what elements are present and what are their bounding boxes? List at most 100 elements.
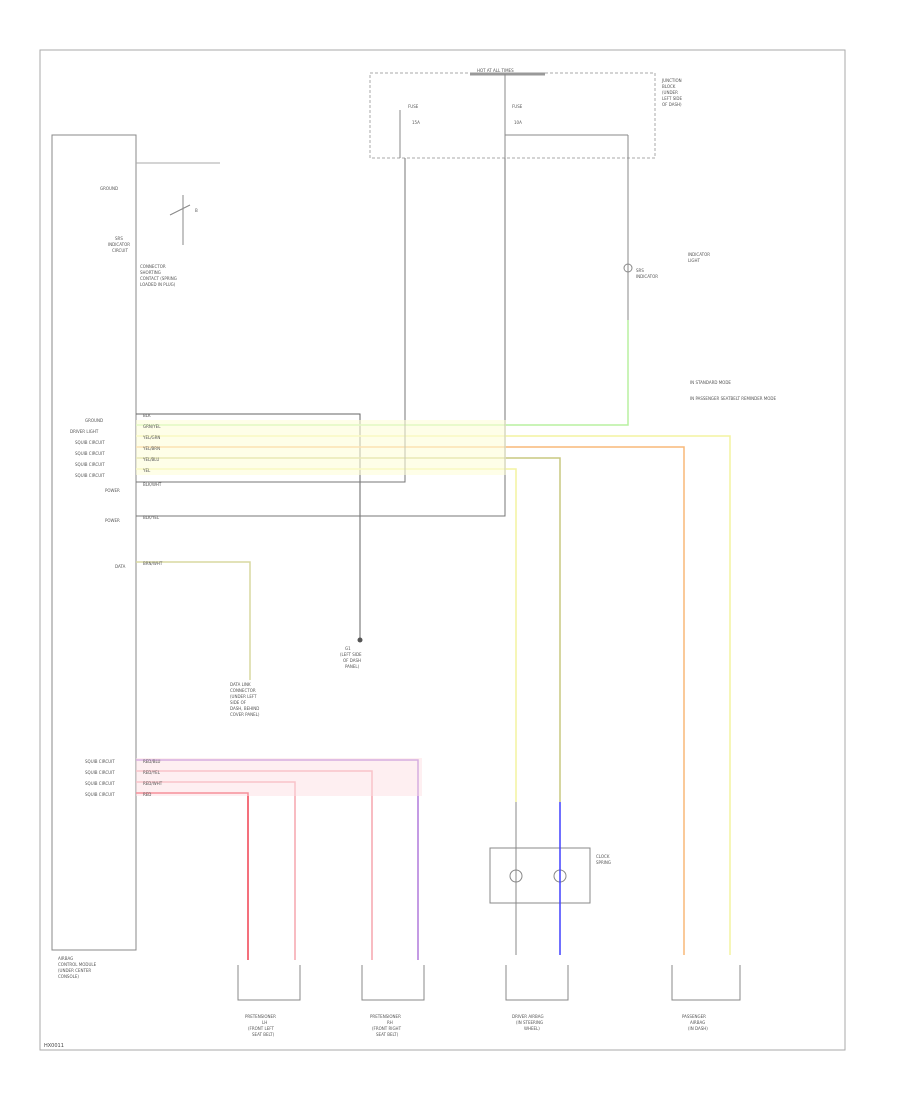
fuse-b-rating: 10A [514, 120, 522, 125]
connector-note-3: LOADED IN PLUG) [140, 282, 176, 287]
passenger-airbag-0: PASSENGER [682, 1014, 706, 1019]
fuse-note-2: (UNDER [662, 90, 678, 95]
diagram-frame [39, 49, 846, 1051]
connector-pret-left [237, 965, 301, 1001]
fuse-note-4: OF DASH) [662, 102, 682, 107]
wire-code-2: YEL/GRN [142, 435, 160, 440]
wire-power-a [136, 158, 406, 483]
shorting-letter: B [195, 208, 198, 213]
indicator-label-0: SRS [636, 268, 644, 273]
dlc-3: SIDE OF [230, 700, 247, 705]
module-srs-label: SRS [115, 236, 123, 241]
connector-note-2: CONTACT (SPRING [140, 276, 177, 281]
indicator-label-1: INDICATOR [636, 274, 658, 279]
fuse-box [369, 72, 656, 159]
wire-code-6: BLK/WHT [143, 482, 162, 487]
dlc-1: CONNECTOR [230, 688, 256, 693]
dlc-2: (UNDER LEFT [230, 694, 257, 699]
side-label-3: SQUIB CIRCUIT [75, 451, 105, 456]
wire-orange-passenger [136, 446, 685, 955]
side-label-0: GROUND [85, 418, 103, 423]
side-label-6: POWER [105, 488, 120, 493]
module-circuit-label: CIRCUIT [112, 248, 128, 253]
passenger-airbag-1: AIRBAG [690, 1020, 705, 1025]
ground-3: PANEL) [345, 664, 360, 669]
wire-code-3: YEL/BRN [142, 446, 160, 451]
shorting-switch [169, 204, 191, 216]
wire-olive-driver [136, 457, 561, 802]
module-indicator-label: INDICATOR [108, 242, 130, 247]
fuse-b-name: FUSE [512, 104, 523, 109]
wire-yellow-driver [136, 468, 517, 802]
connector-note-0: CONNECTOR [140, 264, 166, 269]
pret-left-2: (FRONT LEFT [248, 1026, 274, 1031]
ground-2: OF DASH [343, 658, 361, 663]
airbag-control-module [51, 134, 137, 951]
data-wire-code: BRN/WHT [143, 561, 163, 566]
wire-red [136, 792, 249, 960]
pret-right-1: RH [387, 1020, 393, 1025]
fuse-note-1: BLOCK [662, 84, 676, 89]
side-label-data: DATA [115, 564, 126, 569]
side-label-1: DRIVER LIGHT [70, 429, 99, 434]
driver-airbag-2: WHEEL) [524, 1026, 540, 1031]
connector-driver-airbag [505, 965, 569, 1001]
wire-yellow-passenger [136, 435, 731, 955]
connector-passenger-airbag [671, 965, 741, 1001]
bottom-side-1: SQUIB CIRCUIT [85, 770, 115, 775]
bottom-code-3: RED [143, 792, 151, 797]
pret-right-2: (FRONT RIGHT [372, 1026, 402, 1031]
pret-left-0: PRETENSIONER [245, 1014, 276, 1019]
clock-spring-1: SPRING [596, 860, 611, 865]
wire-code-5: YEL [142, 468, 151, 473]
bottom-code-2: RED/WHT [143, 781, 163, 786]
clock-spring [489, 847, 591, 904]
pret-left-1: LH [262, 1020, 267, 1025]
ground-0: G1 [345, 646, 351, 651]
side-label-7: POWER [105, 518, 120, 523]
fuse-note-3: LEFT SIDE [662, 96, 683, 101]
dlc-4: DASH, BEHIND [230, 706, 259, 711]
wire-pink-a [136, 770, 373, 960]
pret-right-0: PRETENSIONER [370, 1014, 401, 1019]
legend-1: IN PASSENGER SEATBELT REMINDER MODE [690, 396, 776, 401]
harness-highlight [136, 420, 506, 475]
ground-1: (LEFT SIDE [340, 652, 362, 657]
fuse-a-rating: 15A [412, 120, 420, 125]
fuse-note-0: JUNCTION [661, 78, 682, 83]
dlc-0: DATA LINK [230, 682, 251, 687]
module-ground-label: GROUND [100, 186, 118, 191]
wire-code-4: YEL/BLU [142, 457, 159, 462]
side-label-5: SQUIB CIRCUIT [75, 473, 105, 478]
wire-pink-b [136, 781, 296, 960]
passenger-airbag-2: (IN DASH) [688, 1026, 708, 1031]
driver-airbag-0: DRIVER AIRBAG [512, 1014, 544, 1019]
legend-0: IN STANDARD MODE [690, 380, 731, 385]
indicator-note-0: INDICATOR [688, 252, 710, 257]
bottom-side-2: SQUIB CIRCUIT [85, 781, 115, 786]
pret-right-3: SEAT BELT) [376, 1032, 399, 1037]
bottom-side-0: SQUIB CIRCUIT [85, 759, 115, 764]
fuse-box-title: HOT AT ALL TIMES [477, 68, 514, 73]
module-title-3: CONSOLE) [58, 974, 79, 979]
squib-highlight [136, 758, 422, 796]
wire-code-7: BLK/YEL [143, 515, 160, 520]
bottom-code-0: RED/BLU [143, 759, 161, 764]
connector-pret-right [361, 965, 425, 1001]
footer-code: HX0011 [44, 1043, 64, 1049]
side-label-2: SQUIB CIRCUIT [75, 440, 105, 445]
bottom-side-3: SQUIB CIRCUIT [85, 792, 115, 797]
wire-code-1: GRN/YEL [143, 424, 161, 429]
module-title-2: (UNDER CENTER [58, 968, 91, 973]
driver-airbag-1: (IN STEERING [516, 1020, 543, 1025]
wire-green-indicator [136, 320, 629, 426]
fuse-a-name: FUSE [408, 104, 419, 109]
side-label-4: SQUIB CIRCUIT [75, 462, 105, 467]
module-title-0: AIRBAG [58, 956, 73, 961]
connector-note-1: SHORTING [140, 270, 161, 275]
wire-data [136, 561, 251, 680]
wire-power-b [136, 158, 506, 517]
clock-spring-0: CLOCK [596, 854, 610, 859]
